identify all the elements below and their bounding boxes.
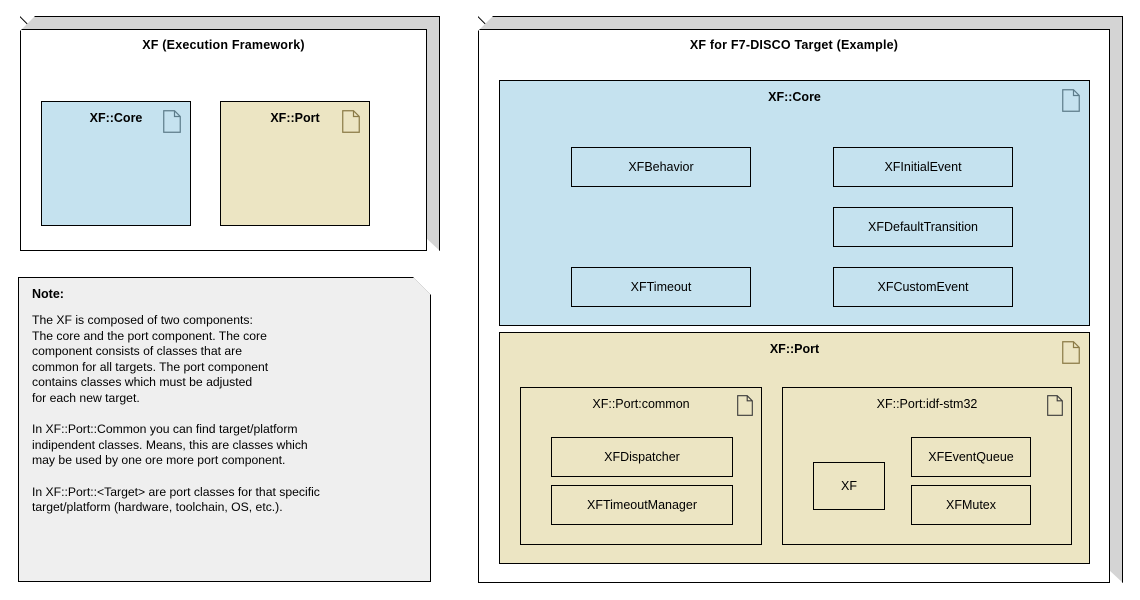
component-port-common[interactable]: XF::Port:common XFDispatcher XFTimeoutMa… [520,387,762,545]
right-package-xf-f7disco: XF for F7-DISCO Target (Example) XF::Cor… [478,16,1123,583]
class-label: XFDefaultTransition [868,220,978,234]
component-xf-port-label: XF::Port [270,111,320,125]
class-box[interactable]: XFDispatcher [551,437,733,477]
page-icon [342,110,360,133]
note-box: Note: The XF is composed of two componen… [18,277,431,582]
note-body-shape [18,277,431,582]
class-box[interactable]: XFEventQueue [911,437,1031,477]
class-label: XFCustomEvent [877,280,969,294]
left-package-xf: XF (Execution Framework) XF::Core XF::Po… [20,16,440,251]
note-title: Note: [32,287,64,301]
component-core-label: XF::Core [768,90,821,104]
package-side-band [1109,16,1123,583]
page-icon [1047,395,1063,416]
left-package-title: XF (Execution Framework) [142,38,305,52]
class-label: XFDispatcher [604,450,680,464]
package-top-band [20,16,440,30]
class-label: XF [841,479,857,493]
class-box[interactable]: XF [813,462,885,510]
component-xf-core[interactable]: XF::Core [41,101,191,226]
component-port-idf-stm32-label: XF::Port:idf-stm32 [876,397,978,411]
component-port[interactable]: XF::Port XF::Port:common XFDispatcher XF… [499,332,1090,564]
component-xf-core-label: XF::Core [89,111,143,125]
class-box[interactable]: XFTimeout [571,267,751,307]
component-xf-port[interactable]: XF::Port [220,101,370,226]
page-icon [1062,89,1080,112]
package-side-band [426,16,440,251]
class-box[interactable]: XFBehavior [571,147,751,187]
component-port-common-label: XF::Port:common [592,397,690,411]
class-label: XFEventQueue [928,450,1014,464]
class-label: XFMutex [945,498,996,512]
class-box[interactable]: XFMutex [911,485,1031,525]
class-label: XFBehavior [628,160,694,174]
component-core[interactable]: XF::Core XFBehavior XFInitialEvent XFDef… [499,80,1090,326]
class-label: XFTimeout [630,280,692,294]
component-port-label: XF::Port [769,342,820,356]
class-box[interactable]: XFInitialEvent [833,147,1013,187]
class-label: XFTimeoutManager [587,498,697,512]
class-box[interactable]: XFCustomEvent [833,267,1013,307]
class-label: XFInitialEvent [884,160,962,174]
component-port-idf-stm32[interactable]: XF::Port:idf-stm32 XF XFEventQueue XFMut… [782,387,1072,545]
right-package-title: XF for F7-DISCO Target (Example) [689,38,899,52]
class-box[interactable]: XFTimeoutManager [551,485,733,525]
class-box[interactable]: XFDefaultTransition [833,207,1013,247]
package-top-band [478,16,1123,30]
page-icon [163,110,181,133]
note-text: The XF is composed of two components: Th… [32,313,320,515]
page-icon [737,395,753,416]
page-icon [1062,341,1080,364]
